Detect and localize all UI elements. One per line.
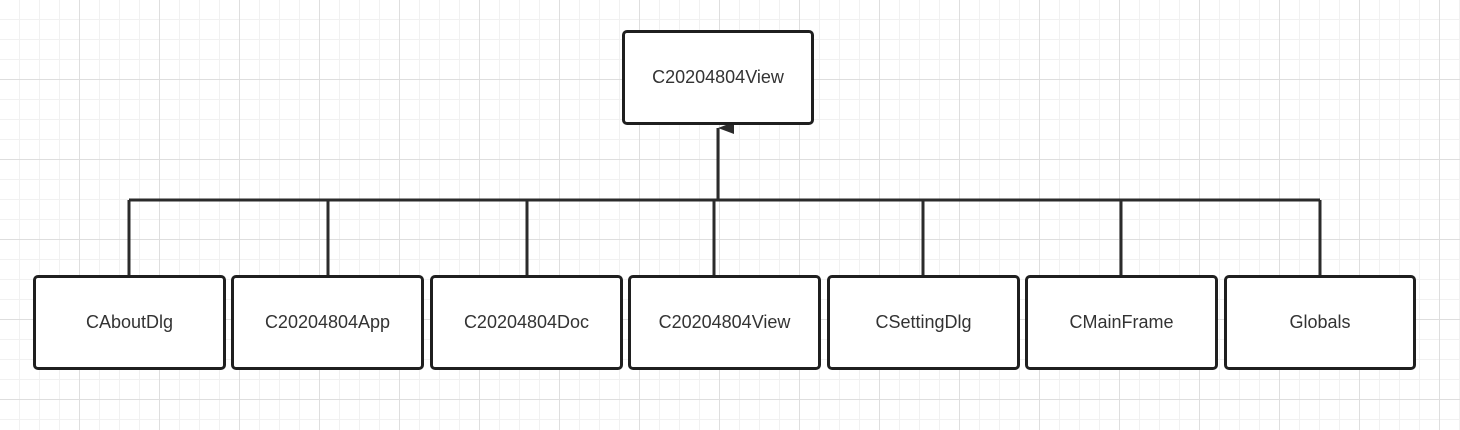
class-node-label: CAboutDlg [85, 312, 174, 332]
class-node-label: Globals [1289, 312, 1351, 332]
class-node-globals[interactable]: Globals [1224, 275, 1416, 370]
class-node-c20204804-doc[interactable]: C20204804Doc [430, 275, 623, 370]
class-node-label: CMainFrame [1069, 312, 1174, 332]
class-node-c20204804-app[interactable]: C20204804App [231, 275, 424, 370]
class-node-parent[interactable]: C20204804View [622, 30, 814, 125]
class-node-label: C20204804View [658, 312, 791, 332]
class-node-c20204804-view[interactable]: C20204804View [628, 275, 821, 370]
class-node-cmain-frame[interactable]: CMainFrame [1025, 275, 1218, 370]
class-node-label: C20204804App [264, 312, 391, 332]
class-node-csetting-dlg[interactable]: CSettingDlg [827, 275, 1020, 370]
class-node-label: C20204804Doc [463, 312, 590, 332]
class-node-cabout-dlg[interactable]: CAboutDlg [33, 275, 226, 370]
class-node-label: CSettingDlg [875, 312, 972, 332]
class-node-label: C20204804View [652, 67, 784, 87]
